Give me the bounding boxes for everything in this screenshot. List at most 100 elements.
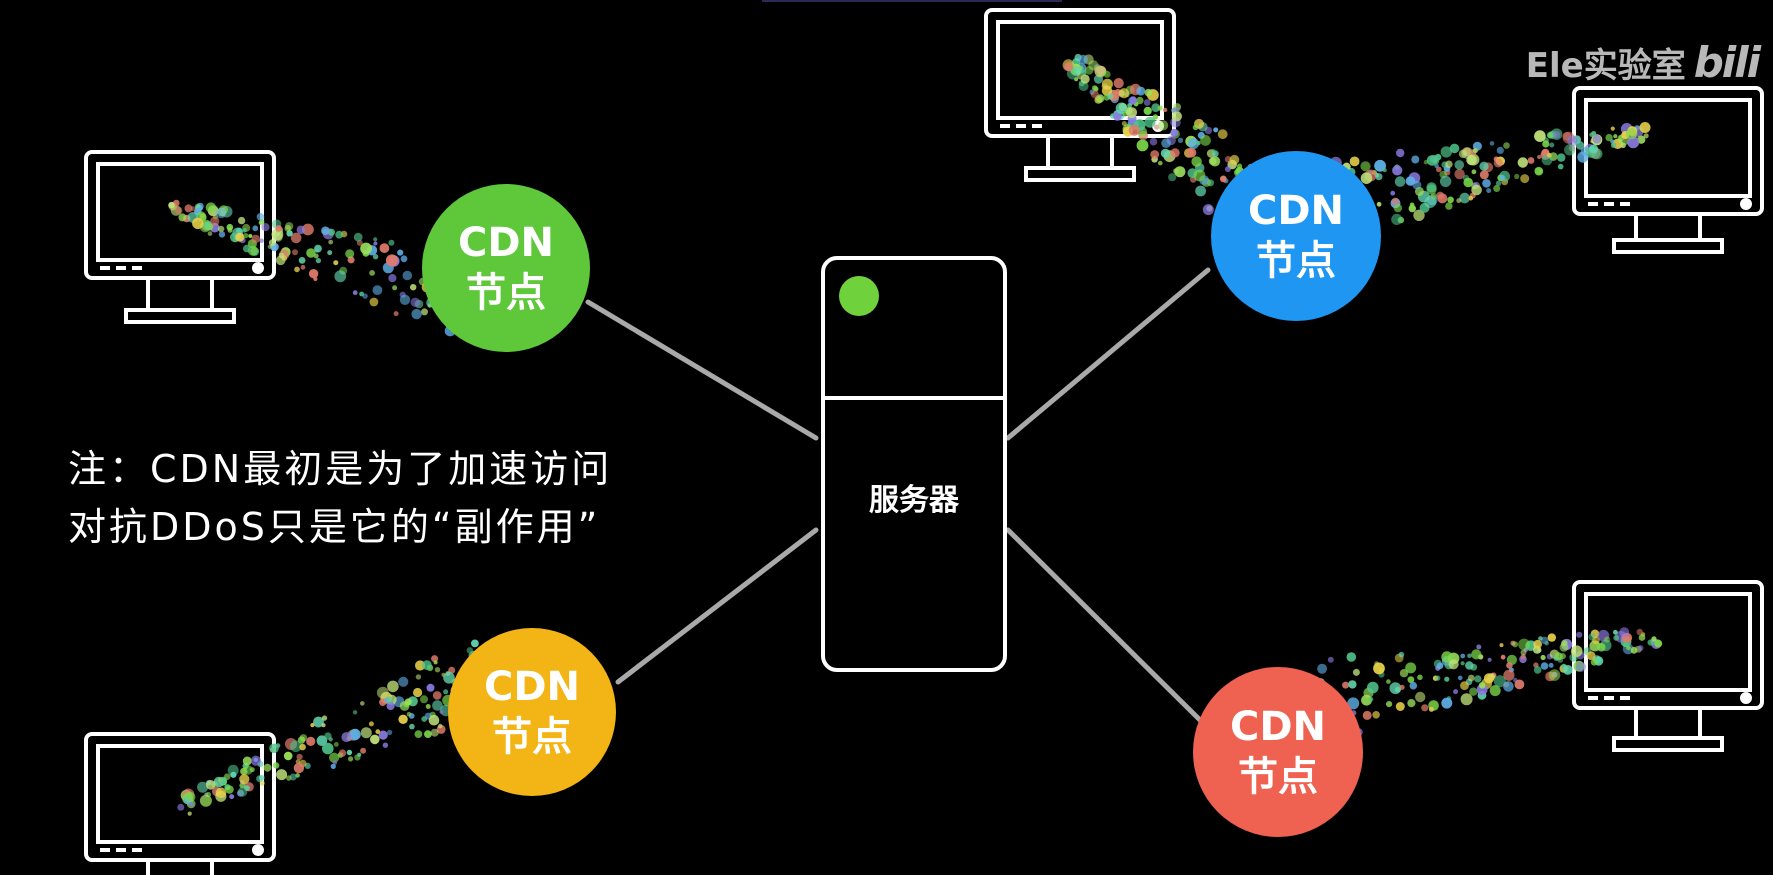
stream-particle (215, 787, 227, 799)
stream-particle (1395, 702, 1405, 711)
stream-particle (1493, 675, 1506, 688)
stream-particle (1605, 133, 1613, 142)
stream-particle (1589, 144, 1599, 154)
stream-particle (1392, 165, 1403, 176)
cdn-node-label: CDN (1248, 188, 1344, 234)
stream-particle (1444, 676, 1450, 682)
stream-particle (1503, 142, 1510, 149)
stream-particle (422, 660, 432, 670)
stream-particle (398, 676, 409, 687)
stream-particle (1423, 160, 1429, 165)
stream-particle (207, 231, 213, 236)
stream-particle (1441, 651, 1453, 663)
stream-particle (385, 254, 398, 267)
stream-particle (378, 730, 388, 740)
stream-particle (1421, 704, 1429, 712)
stream-particle (1415, 691, 1426, 703)
stream-particle (1160, 148, 1170, 158)
stream-particle (188, 801, 194, 807)
stream-particle (1073, 66, 1082, 75)
stream-particle (1317, 663, 1328, 674)
stream-particle (1143, 99, 1151, 106)
top-edge-line (762, 0, 1062, 2)
stream-particle (205, 780, 216, 790)
stream-particle (251, 234, 260, 244)
stream-particle (293, 762, 305, 774)
stream-particle (1466, 154, 1477, 166)
stream-particle (1486, 188, 1492, 194)
stream-particle (275, 225, 283, 232)
stream-particle (1187, 138, 1199, 150)
stream-particle (1413, 209, 1425, 221)
stream-particle (1374, 159, 1386, 172)
stream-particle (1430, 193, 1438, 200)
monitors (84, 8, 1764, 875)
stream-particle (335, 230, 344, 239)
stream-particle (448, 666, 456, 674)
stream-particle (313, 716, 324, 728)
stream-particle (310, 723, 315, 728)
stream-particle (1078, 54, 1088, 65)
stream-particle (421, 308, 428, 316)
stream-particle (1209, 156, 1221, 167)
stream-particle (346, 749, 353, 756)
stream-particle (1391, 213, 1403, 225)
stream-particle (1537, 155, 1542, 159)
stream-particle (178, 213, 187, 222)
stream-particle (330, 763, 336, 770)
stream-particle (1613, 134, 1618, 139)
cdn-node-sublabel: 节点 (492, 714, 572, 760)
stream-particle (360, 727, 372, 739)
stream-particle (1408, 204, 1417, 213)
stream-particle (1346, 652, 1357, 662)
server-status-dot (839, 276, 879, 316)
stream-particle (1394, 686, 1401, 693)
stream-particle (1457, 675, 1463, 681)
stream-particle (1174, 166, 1186, 178)
stream-particle (434, 667, 441, 673)
stream-particle (414, 730, 423, 738)
stream-particle (1121, 121, 1127, 127)
stream-particle (1115, 102, 1128, 115)
stream-particle (1503, 681, 1514, 692)
stream-particle (1447, 196, 1454, 204)
stream-particle (1517, 157, 1529, 168)
stream-particle (1533, 639, 1542, 649)
stream-particle (439, 709, 444, 715)
stream-particle (372, 254, 379, 260)
stream-particle (1213, 127, 1219, 133)
stream-particle (327, 250, 333, 256)
stream-particle (406, 711, 412, 717)
bilibili-logo-icon: bili (1693, 38, 1761, 87)
stream-particle (334, 270, 347, 283)
stream-particle (237, 787, 248, 797)
stream-particle (1436, 191, 1444, 199)
stream-particle (410, 297, 420, 307)
stream-particle (1626, 128, 1637, 140)
stream-particle (269, 743, 279, 754)
stream-particle (1113, 78, 1124, 89)
stream-particle (290, 740, 302, 753)
stream-particle (368, 721, 374, 727)
stream-particle (1170, 148, 1180, 158)
monitor-icon (84, 732, 276, 875)
stream-particle (256, 213, 265, 221)
stream-particle (1092, 85, 1098, 91)
stream-particle (1348, 680, 1357, 689)
stream-particle (1469, 687, 1478, 696)
stream-particle (1168, 173, 1177, 182)
stream-particle (1478, 682, 1486, 689)
stream-particle (315, 258, 321, 264)
stream-particle (1467, 653, 1472, 659)
stream-particle (1538, 636, 1543, 641)
stream-particle (375, 729, 381, 735)
stream-particle (426, 683, 435, 692)
stream-particle (388, 239, 395, 246)
stream-particle (1465, 661, 1474, 670)
stream-particle (1483, 673, 1495, 684)
stream-particle (190, 206, 196, 212)
stream-particle (237, 216, 246, 225)
stream-particle (1479, 161, 1489, 171)
stream-particle (415, 674, 422, 680)
stream-particle (1548, 662, 1554, 668)
